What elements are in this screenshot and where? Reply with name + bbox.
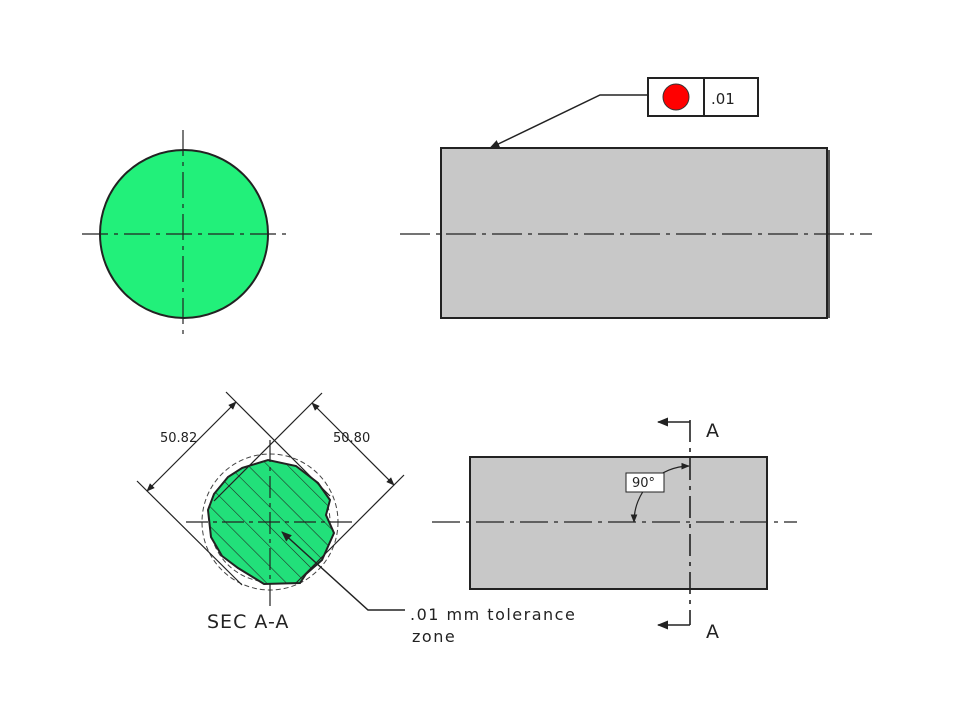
- fcf-leader-line: [489, 94, 648, 149]
- dim-left-dimension-line: [146, 401, 237, 492]
- tolerance-note-line2: zone: [412, 627, 456, 646]
- tolerance-note-line1: .01 mm tolerance: [410, 605, 576, 624]
- dim-left-extension-2: [136, 480, 243, 586]
- section-title: SEC A-A: [207, 611, 289, 633]
- end-view: [82, 130, 290, 340]
- dim-left-value: 50.82: [160, 431, 197, 446]
- section-view: 50.82 50.80 SEC A-A: [136, 391, 405, 633]
- dim-right-dimension-line: [311, 402, 395, 486]
- circularity-symbol-icon: [662, 83, 690, 111]
- fcf-tolerance-value: .01: [711, 90, 735, 108]
- side-view-top: [400, 147, 872, 319]
- angle-label-box: [625, 472, 665, 493]
- cutting-plane-label-bottom: A: [706, 621, 720, 643]
- cylinder-side-rect: [440, 147, 828, 319]
- dim-right-extension-1: [213, 392, 323, 502]
- tolerance-note-leader: [281, 531, 405, 611]
- cylinder-side-rect-bottom: [469, 456, 768, 590]
- cutting-plane-label-top: A: [706, 420, 720, 442]
- feature-control-frame: .01: [489, 77, 759, 149]
- dim-right-extension-2: [295, 474, 405, 584]
- angle-label: 90°: [632, 476, 655, 491]
- side-view-bottom: A A 90°: [432, 417, 797, 643]
- tolerance-note: .01 mm tolerance zone: [281, 531, 576, 646]
- dim-right-value: 50.80: [333, 431, 370, 446]
